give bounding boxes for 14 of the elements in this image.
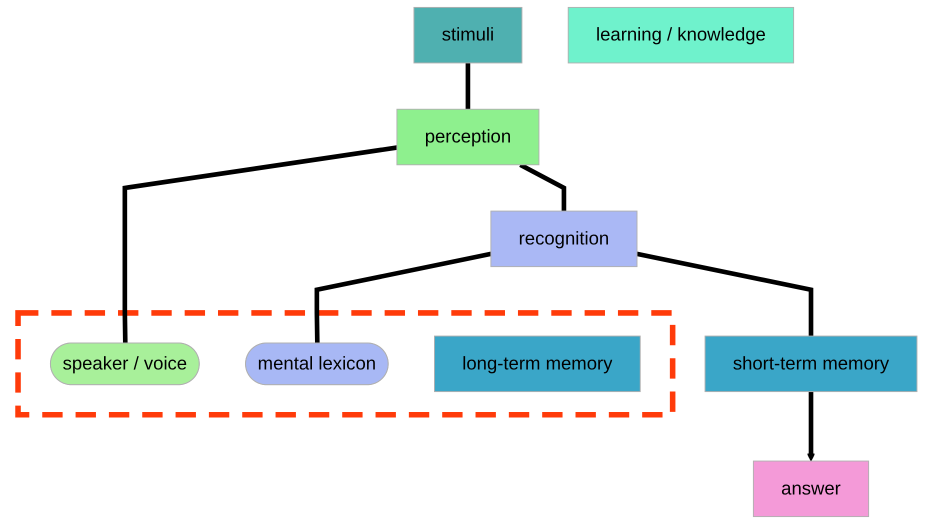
node-box: recognition xyxy=(490,210,638,268)
cluster xyxy=(15,310,676,418)
connector xyxy=(636,252,814,336)
node-box: perception xyxy=(396,108,540,166)
connector xyxy=(466,62,470,110)
node-box: stimuli xyxy=(413,6,522,64)
node-box: long-term memory xyxy=(434,336,641,392)
connector xyxy=(519,162,566,212)
node-box: learning / knowledge xyxy=(568,6,794,64)
node-box: answer xyxy=(752,460,870,518)
node-box: short-term memory xyxy=(704,336,918,392)
arrow xyxy=(806,392,816,462)
connector xyxy=(122,145,398,344)
connector xyxy=(314,252,492,344)
